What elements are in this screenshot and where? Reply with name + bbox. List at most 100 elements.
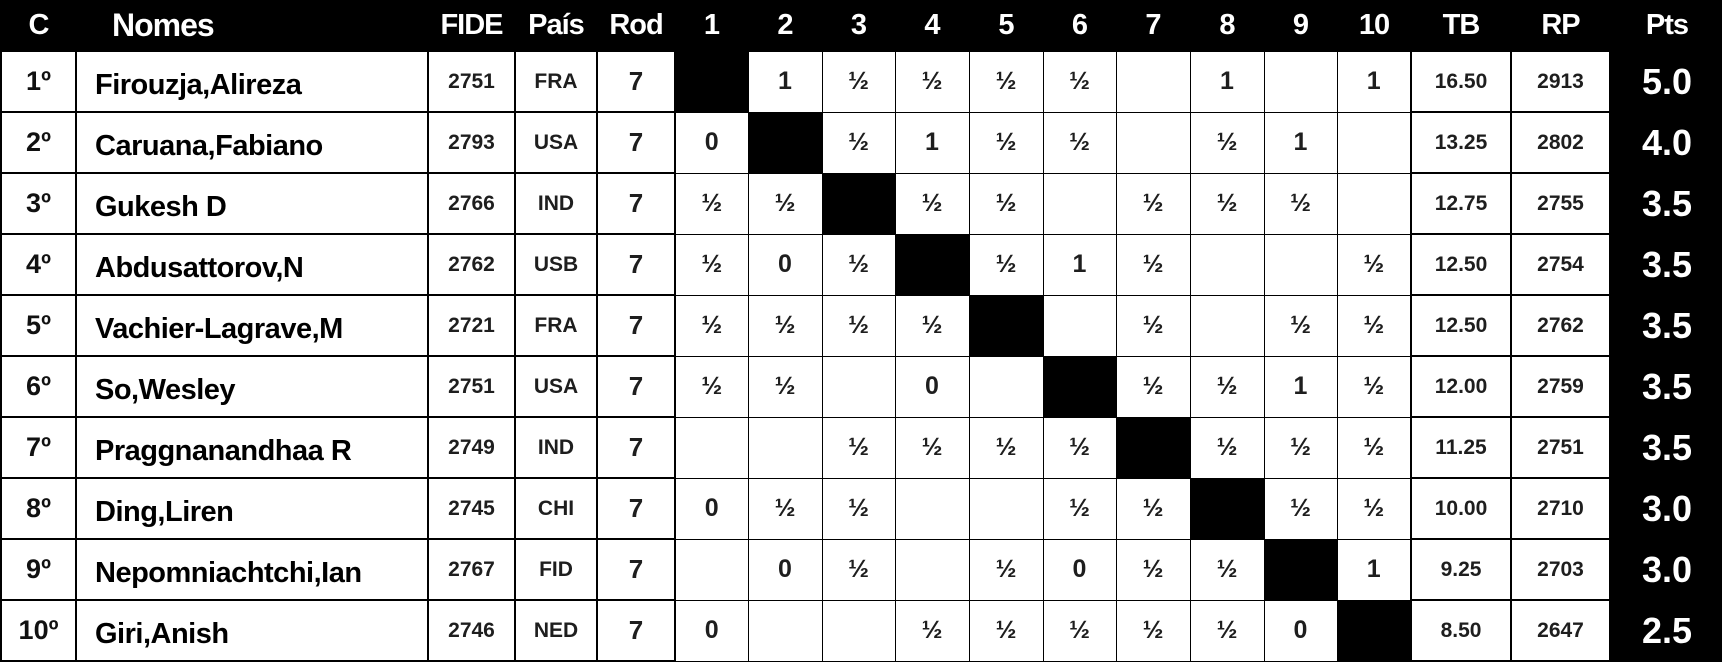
result-cell: ½: [674, 233, 749, 296]
result-cell: [968, 477, 1044, 540]
header-round-2: 2: [748, 0, 822, 51]
diagonal-cell: [968, 294, 1044, 357]
result-cell: ½: [968, 111, 1044, 174]
rounds-played: 7: [596, 416, 676, 479]
points-total: 3.5: [1609, 416, 1722, 479]
performance-rating: 2802: [1510, 111, 1611, 174]
result-cell: [1042, 294, 1117, 357]
result-cell: [894, 477, 970, 540]
result-cell: 1: [1042, 233, 1117, 296]
result-cell: ½: [1336, 294, 1412, 357]
fide-rating: 2745: [427, 477, 516, 540]
rounds-played: 7: [596, 233, 676, 296]
result-cell: ½: [1336, 233, 1412, 296]
fide-rating: 2721: [427, 294, 516, 357]
performance-rating: 2755: [1510, 172, 1611, 235]
diagonal-cell: [1042, 355, 1117, 418]
country-code: FID: [514, 538, 598, 601]
result-cell: 1: [1336, 538, 1412, 601]
rounds-played: 7: [596, 599, 676, 662]
result-cell: [1189, 233, 1265, 296]
tiebreak-score: 13.25: [1410, 111, 1512, 174]
result-cell: ½: [1189, 538, 1265, 601]
result-cell: ½: [747, 172, 823, 235]
tiebreak-score: 9.25: [1410, 538, 1512, 601]
result-cell: ½: [1115, 172, 1191, 235]
performance-rating: 2647: [1510, 599, 1611, 662]
result-cell: ½: [821, 477, 896, 540]
tiebreak-score: 10.00: [1410, 477, 1512, 540]
result-cell: ½: [968, 599, 1044, 662]
tiebreak-score: 12.50: [1410, 294, 1512, 357]
result-cell: ½: [1042, 111, 1117, 174]
result-cell: ½: [1189, 599, 1265, 662]
result-cell: ½: [747, 294, 823, 357]
result-cell: ½: [1042, 416, 1117, 479]
player-name: Giri,Anish: [75, 599, 429, 662]
tiebreak-score: 8.50: [1410, 599, 1512, 662]
result-cell: [1263, 233, 1338, 296]
header-rp: RP: [1511, 0, 1610, 51]
points-total: 3.5: [1609, 294, 1722, 357]
diagonal-cell: [747, 111, 823, 174]
player-name: Praggnanandhaa R: [75, 416, 429, 479]
result-cell: [1189, 294, 1265, 357]
performance-rating: 2759: [1510, 355, 1611, 418]
fide-rating: 2793: [427, 111, 516, 174]
result-cell: ½: [821, 538, 896, 601]
result-cell: ½: [1115, 477, 1191, 540]
rank-cell: 5º: [0, 294, 77, 357]
player-name: Nepomniachtchi,Ian: [75, 538, 429, 601]
rank-cell: 3º: [0, 172, 77, 235]
tiebreak-score: 11.25: [1410, 416, 1512, 479]
result-cell: ½: [894, 50, 970, 113]
result-cell: [821, 599, 896, 662]
performance-rating: 2710: [1510, 477, 1611, 540]
header-round-3: 3: [822, 0, 895, 51]
header-fide: FIDE: [428, 0, 515, 51]
country-code: USB: [514, 233, 598, 296]
result-cell: ½: [894, 172, 970, 235]
rank-cell: 4º: [0, 233, 77, 296]
result-cell: 1: [1189, 50, 1265, 113]
result-cell: ½: [968, 172, 1044, 235]
result-cell: 0: [1042, 538, 1117, 601]
result-cell: [894, 538, 970, 601]
header-tb: TB: [1411, 0, 1511, 51]
result-cell: [747, 599, 823, 662]
result-cell: ½: [1189, 111, 1265, 174]
rounds-played: 7: [596, 111, 676, 174]
result-cell: 0: [674, 111, 749, 174]
rank-cell: 9º: [0, 538, 77, 601]
performance-rating: 2751: [1510, 416, 1611, 479]
header-rounds: Rod: [597, 0, 675, 51]
result-cell: 1: [1263, 111, 1338, 174]
result-cell: 1: [1336, 50, 1412, 113]
rank-cell: 8º: [0, 477, 77, 540]
tiebreak-score: 12.75: [1410, 172, 1512, 235]
result-cell: ½: [747, 477, 823, 540]
result-cell: ½: [1115, 294, 1191, 357]
result-cell: ½: [821, 50, 896, 113]
result-cell: [1115, 50, 1191, 113]
points-total: 5.0: [1609, 50, 1722, 113]
country-code: FRA: [514, 294, 598, 357]
result-cell: ½: [894, 416, 970, 479]
country-code: USA: [514, 111, 598, 174]
result-cell: ½: [674, 294, 749, 357]
result-cell: 1: [747, 50, 823, 113]
rounds-played: 7: [596, 477, 676, 540]
player-name: Caruana,Fabiano: [75, 111, 429, 174]
result-cell: 0: [747, 233, 823, 296]
result-cell: ½: [968, 50, 1044, 113]
points-total: 3.5: [1609, 172, 1722, 235]
diagonal-cell: [674, 50, 749, 113]
fide-rating: 2751: [427, 50, 516, 113]
